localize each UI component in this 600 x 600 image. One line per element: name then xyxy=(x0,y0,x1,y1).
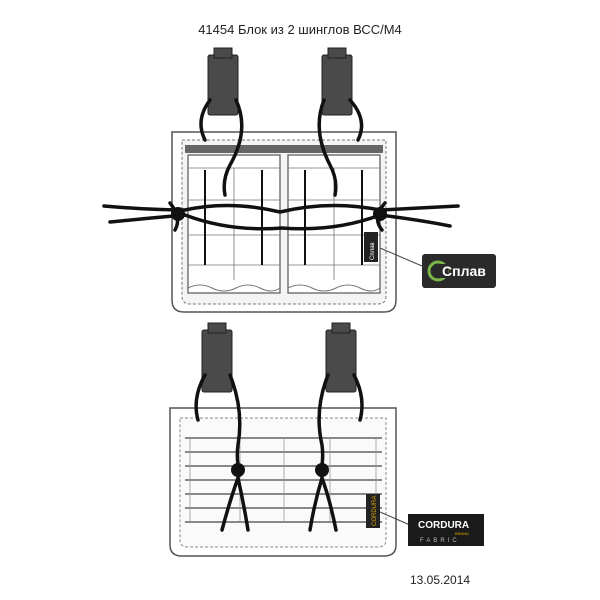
back-knot-right xyxy=(315,463,329,477)
back-knot-left xyxy=(231,463,245,477)
front-side-label xyxy=(364,232,378,262)
splav-logo: Сплав xyxy=(422,254,496,288)
back-base-inner xyxy=(179,417,387,548)
front-top-band xyxy=(185,145,383,153)
back-strap-left-tab xyxy=(207,322,227,334)
back-strap-right-tab xyxy=(331,322,351,334)
front-strap-right xyxy=(321,54,353,116)
cordura-logo-brand: BRAND xyxy=(455,531,469,536)
cordura-logo-fabric: FABRIC xyxy=(420,538,460,544)
front-pouch-dividers xyxy=(204,170,363,265)
back-view: CORDURA xyxy=(169,322,411,557)
cordura-logo-name: CORDURA xyxy=(418,520,469,531)
front-strap-left-tab xyxy=(213,47,233,59)
front-side-label-text: Сплав xyxy=(370,242,376,260)
front-bottom-bumps xyxy=(187,284,381,292)
front-leader-line xyxy=(379,247,423,267)
front-view: Сплав xyxy=(102,47,460,313)
back-side-label-text: CORDURA xyxy=(372,496,378,526)
document-date: 13.05.2014 xyxy=(410,573,471,587)
front-knot-left xyxy=(171,207,185,221)
back-leader-line xyxy=(379,511,411,526)
front-strap-right-tab xyxy=(327,47,347,59)
front-strap-left xyxy=(207,54,239,116)
front-cords xyxy=(102,98,460,232)
document-title: 41454 Блок из 2 шинглов ВСС/М4 xyxy=(198,22,402,37)
back-side-label xyxy=(366,494,380,528)
cordura-logo: CORDURA BRAND FABRIC xyxy=(408,514,484,546)
back-molle-rows xyxy=(185,437,382,523)
splav-logo-text: Сплав xyxy=(442,263,486,279)
front-knot-right xyxy=(373,207,387,221)
back-strap-left xyxy=(201,329,233,393)
back-strap-right xyxy=(325,329,357,393)
